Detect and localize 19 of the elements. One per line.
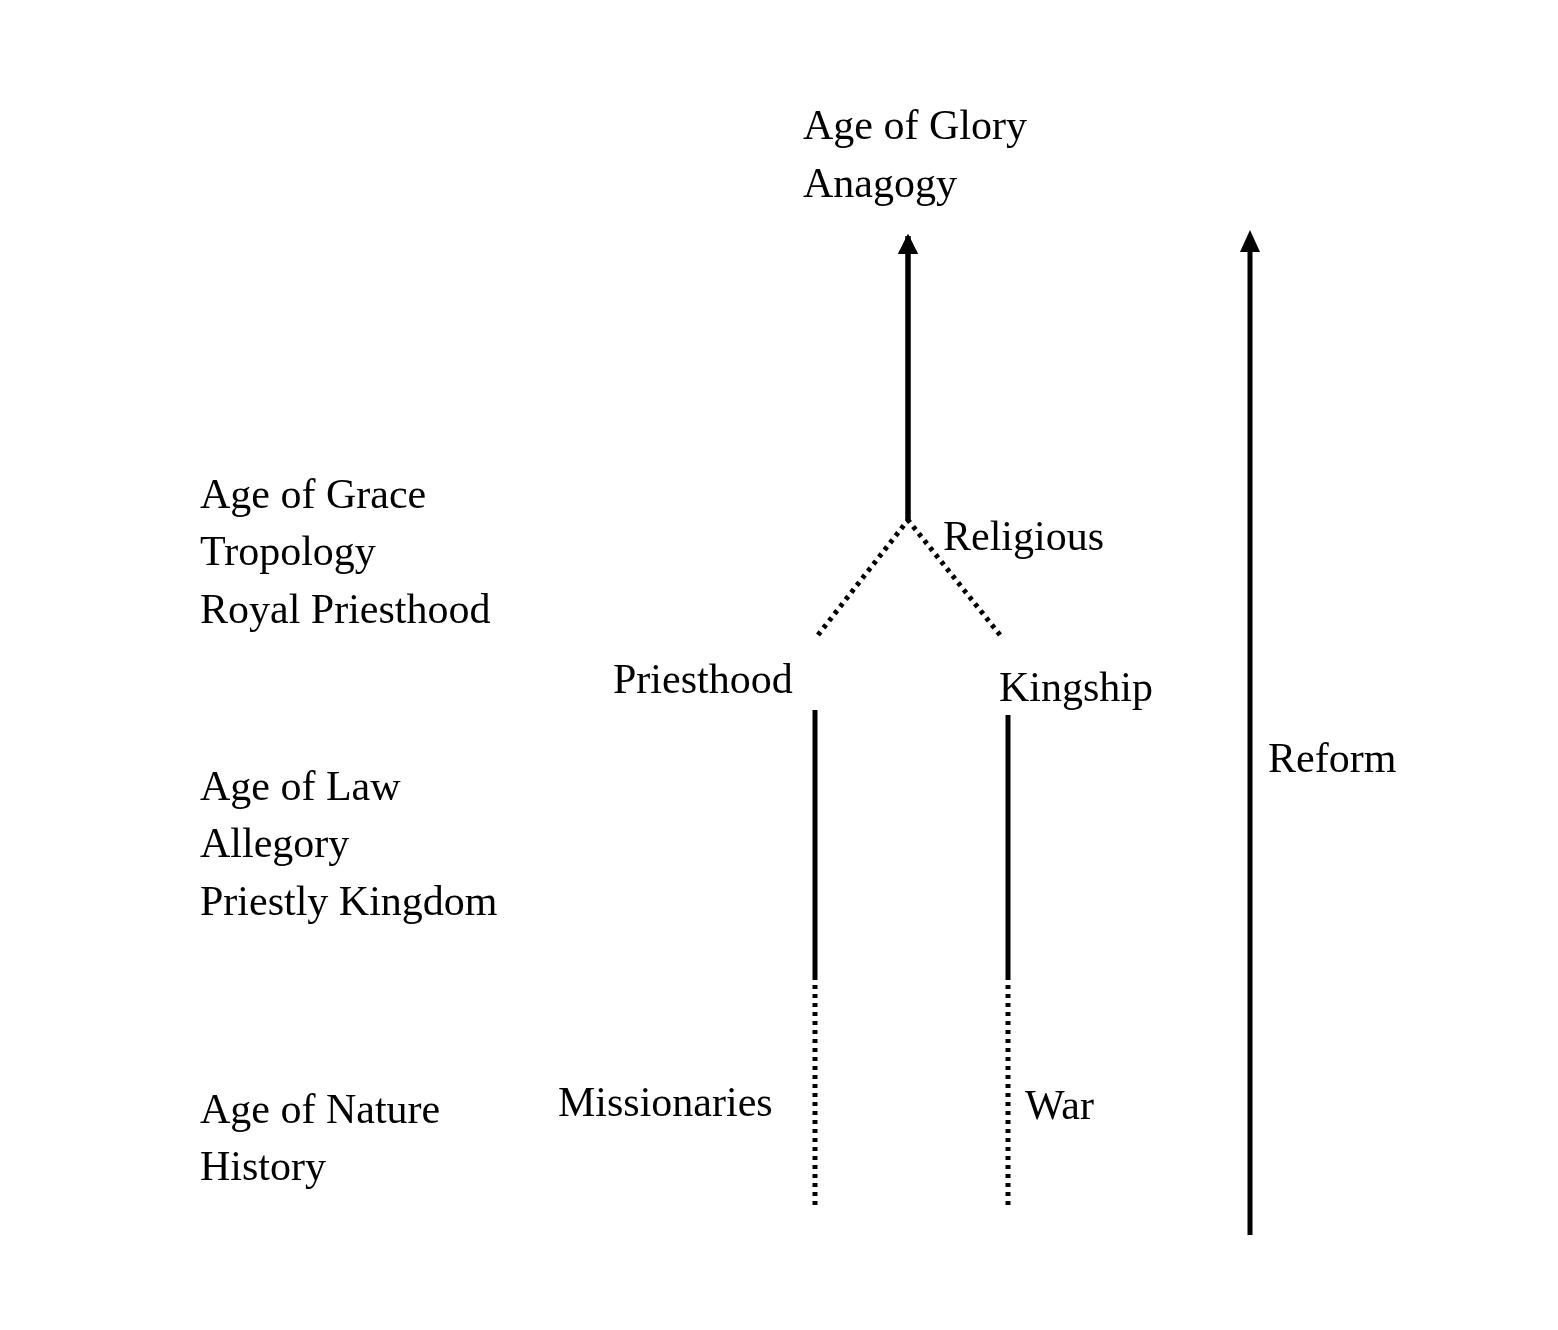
label-text: Tropology	[200, 527, 376, 576]
label-text: Age of Nature	[200, 1085, 441, 1134]
label-text: Reform	[1268, 734, 1397, 783]
node-text: Kingship	[999, 663, 1153, 712]
label-text: Allegory	[200, 819, 350, 868]
label-text: Age of Grace	[200, 470, 427, 519]
label-text: Religious	[943, 512, 1104, 561]
label-text: War	[1025, 1081, 1094, 1130]
connector-line	[898, 234, 1002, 637]
connector-line	[1005, 715, 1011, 1205]
node-text: Anagogy	[803, 159, 958, 208]
label-text: Missionaries	[558, 1078, 773, 1127]
label-text: Priestly Kingdom	[200, 877, 498, 926]
node-text: Age of Glory	[803, 101, 1027, 150]
connector-line	[812, 710, 818, 1205]
label-text: Royal Priesthood	[200, 585, 491, 634]
label-text: History	[200, 1142, 326, 1191]
node-text: Priesthood	[613, 655, 793, 704]
label-text: Age of Law	[200, 762, 401, 811]
